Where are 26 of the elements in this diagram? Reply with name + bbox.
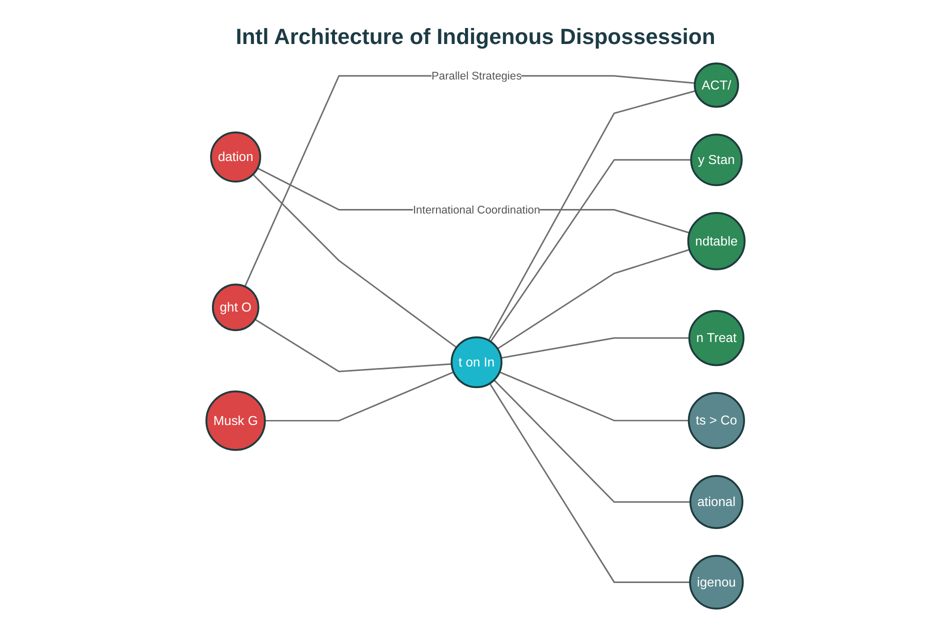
- node-circle: n Treat: [688, 310, 744, 366]
- edge-label: Parallel Strategies: [432, 69, 522, 82]
- node-circle: ght O: [212, 284, 260, 332]
- node-circle: ational: [689, 475, 744, 529]
- node-circle: ACT/: [694, 62, 740, 108]
- connector: [490, 159, 692, 342]
- connector: [252, 174, 457, 348]
- connector: [244, 75, 695, 287]
- connector: [264, 371, 454, 422]
- node-circle: dation: [210, 131, 262, 182]
- connector: [257, 168, 690, 234]
- node-circle: igenou: [689, 554, 744, 610]
- connector: [254, 318, 452, 372]
- connector: [499, 371, 689, 422]
- node-circle: y Stan: [690, 134, 743, 186]
- node-circle: ndtable: [687, 212, 746, 270]
- connector: [494, 380, 690, 503]
- node-circle: t on In: [450, 336, 502, 388]
- connector: [497, 248, 690, 350]
- node-circle: ts > Co: [688, 392, 745, 450]
- connector: [501, 337, 690, 359]
- connector: [489, 383, 690, 583]
- diagram-title: Intl Architecture of Indigenous Dispossession: [234, 24, 716, 50]
- edge-label: International Coordination: [412, 203, 540, 216]
- connector: [488, 90, 696, 341]
- node-circle: Musk G: [205, 390, 266, 451]
